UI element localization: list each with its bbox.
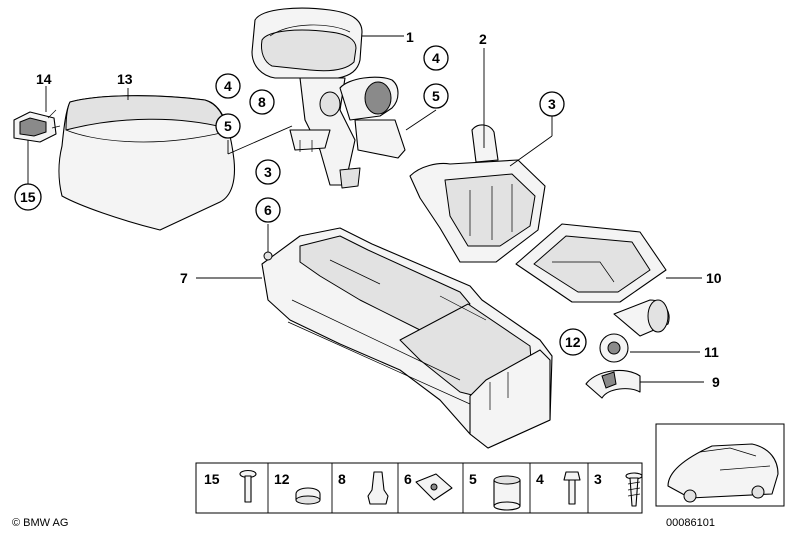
callout-9: 9 [712,374,720,390]
callout-13: 13 [117,71,133,87]
legend-label-3: 3 [594,471,602,487]
callout-6-circle [255,197,281,223]
callout-12: 12 [565,334,581,350]
hardware-legend: 15 12 8 6 5 4 3 [195,462,643,514]
leader-lines [27,35,704,383]
rivet-icon [239,469,257,503]
callout-4b: 4 [432,50,440,66]
callout-12-circle [559,328,587,356]
legend-label-8: 8 [338,471,346,487]
callout-3b: 3 [264,164,272,180]
part-7-console [261,227,553,449]
diagram-code: 00086101 [666,517,715,529]
callout-15-circle [14,183,42,211]
callout-5b: 5 [432,88,440,104]
screw-icon [625,472,643,507]
callout-14: 14 [36,71,52,87]
callout-3a: 3 [548,96,556,112]
clip-nut-icon [415,473,453,501]
cap-plug-icon [295,487,321,505]
callout-5b-circle [423,83,449,109]
legend-label-6: 6 [404,471,412,487]
callout-10: 10 [706,270,722,286]
callout-5a-circle [215,113,241,139]
bushing-icon [493,475,521,511]
callout-5a: 5 [224,118,232,134]
legend-label-5: 5 [469,471,477,487]
expansion-nut-icon [367,471,389,505]
callout-11: 11 [704,344,719,360]
legend-label-15: 15 [204,471,220,487]
part-13-lid [58,95,236,231]
callout-4a-circle [215,73,241,99]
callout-15: 15 [20,189,36,205]
callout-8: 8 [258,94,266,110]
copyright-text: © BMW AG [12,517,68,529]
hex-bolt-icon [563,471,581,505]
part-14-latch [13,109,61,143]
legend-label-4: 4 [536,471,544,487]
legend-label-12: 12 [274,471,290,487]
part-9-ring [585,369,641,399]
part-armrest-hinge [251,7,406,189]
callout-8-circle [249,89,275,115]
callout-2: 2 [479,31,487,47]
car-thumbnail [655,423,785,507]
part-2-tray [409,124,546,263]
callout-3a-circle [539,91,565,117]
callout-7: 7 [180,270,188,286]
callouts: 1 2 3 4 5 4 5 8 13 14 15 3 6 7 10 11 9 1… [14,29,722,390]
callout-6: 6 [264,202,272,218]
part-11-roller [599,299,670,363]
callout-3b-circle [255,159,281,185]
callout-4b-circle [423,45,449,71]
part-10-box [515,223,667,303]
callout-1: 1 [406,29,414,45]
callout-4a: 4 [224,78,232,94]
